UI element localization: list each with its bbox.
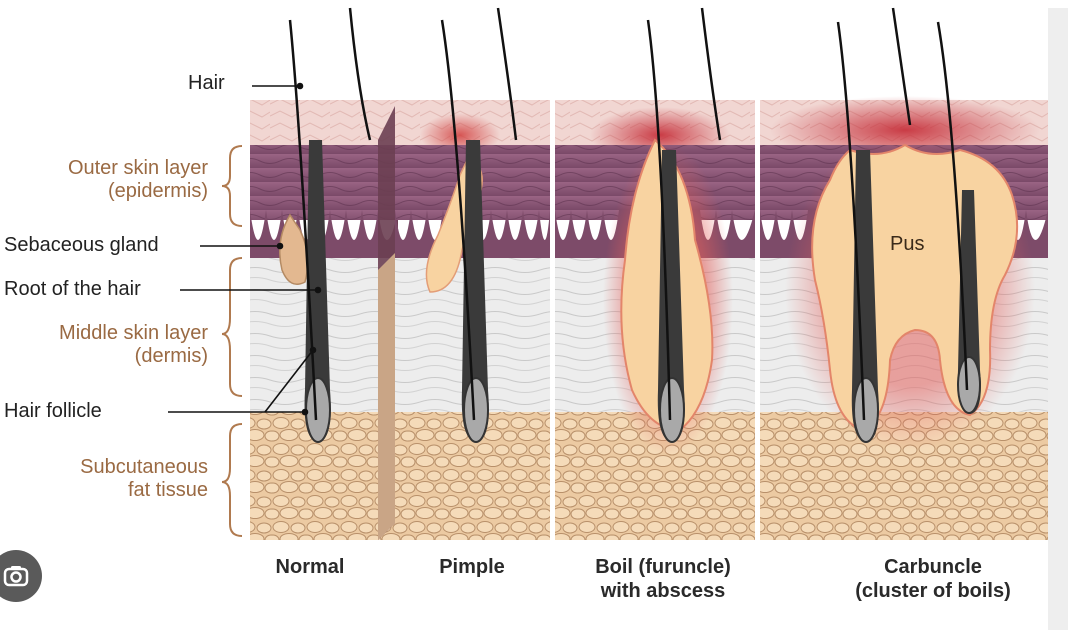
panel-carbuncle [760, 7, 1048, 540]
caption-normal: Normal [250, 555, 370, 579]
lens-search-icon [3, 566, 29, 587]
label-outer-line2: (epidermis) [107, 180, 208, 202]
caption-boil-line1: Boil (furuncle) [595, 556, 731, 578]
caption-pimple-line1: Pimple [439, 556, 505, 578]
caption-carbuncle-line2: (cluster of boils) [855, 580, 1011, 602]
caption-pimple: Pimple [412, 555, 532, 579]
caption-normal-line1: Normal [275, 556, 345, 578]
label-hair: Hair [188, 72, 225, 94]
lens-search-button[interactable] [0, 550, 42, 602]
panel-pimple [395, 7, 550, 540]
leader-lines [168, 82, 322, 416]
label-fat-line2: fat tissue [127, 479, 208, 501]
panel-boil [555, 7, 755, 540]
label-sebaceous-gland: Sebaceous gland [4, 234, 159, 256]
label-middle-line2: (dermis) [134, 345, 208, 367]
caption-carbuncle-line1: Carbuncle [884, 556, 982, 578]
label-root-of-hair: Root of the hair [4, 278, 141, 300]
hair-strand-normal [288, 19, 318, 421]
label-outer-skin-layer: Outer skin layer (epidermis) [20, 157, 208, 203]
label-subcutaneous-fat: Subcutaneous fat tissue [20, 456, 208, 502]
label-outer-line1: Outer skin layer [67, 157, 208, 179]
panel-normal [250, 7, 398, 540]
right-edge-strip [1048, 8, 1068, 630]
caption-carbuncle: Carbuncle (cluster of boils) [818, 555, 1048, 603]
label-middle-skin-layer: Middle skin layer (dermis) [10, 322, 208, 368]
label-pus: Pus [890, 233, 925, 255]
caption-boil-line2: with abscess [600, 580, 726, 602]
label-middle-line1: Middle skin layer [59, 322, 208, 344]
label-hair-follicle: Hair follicle [4, 400, 102, 422]
layer-braces [221, 145, 243, 537]
hair-follicle-normal [305, 377, 331, 443]
label-fat-line1: Subcutaneous [80, 456, 208, 478]
caption-boil: Boil (furuncle) with abscess [560, 555, 766, 603]
